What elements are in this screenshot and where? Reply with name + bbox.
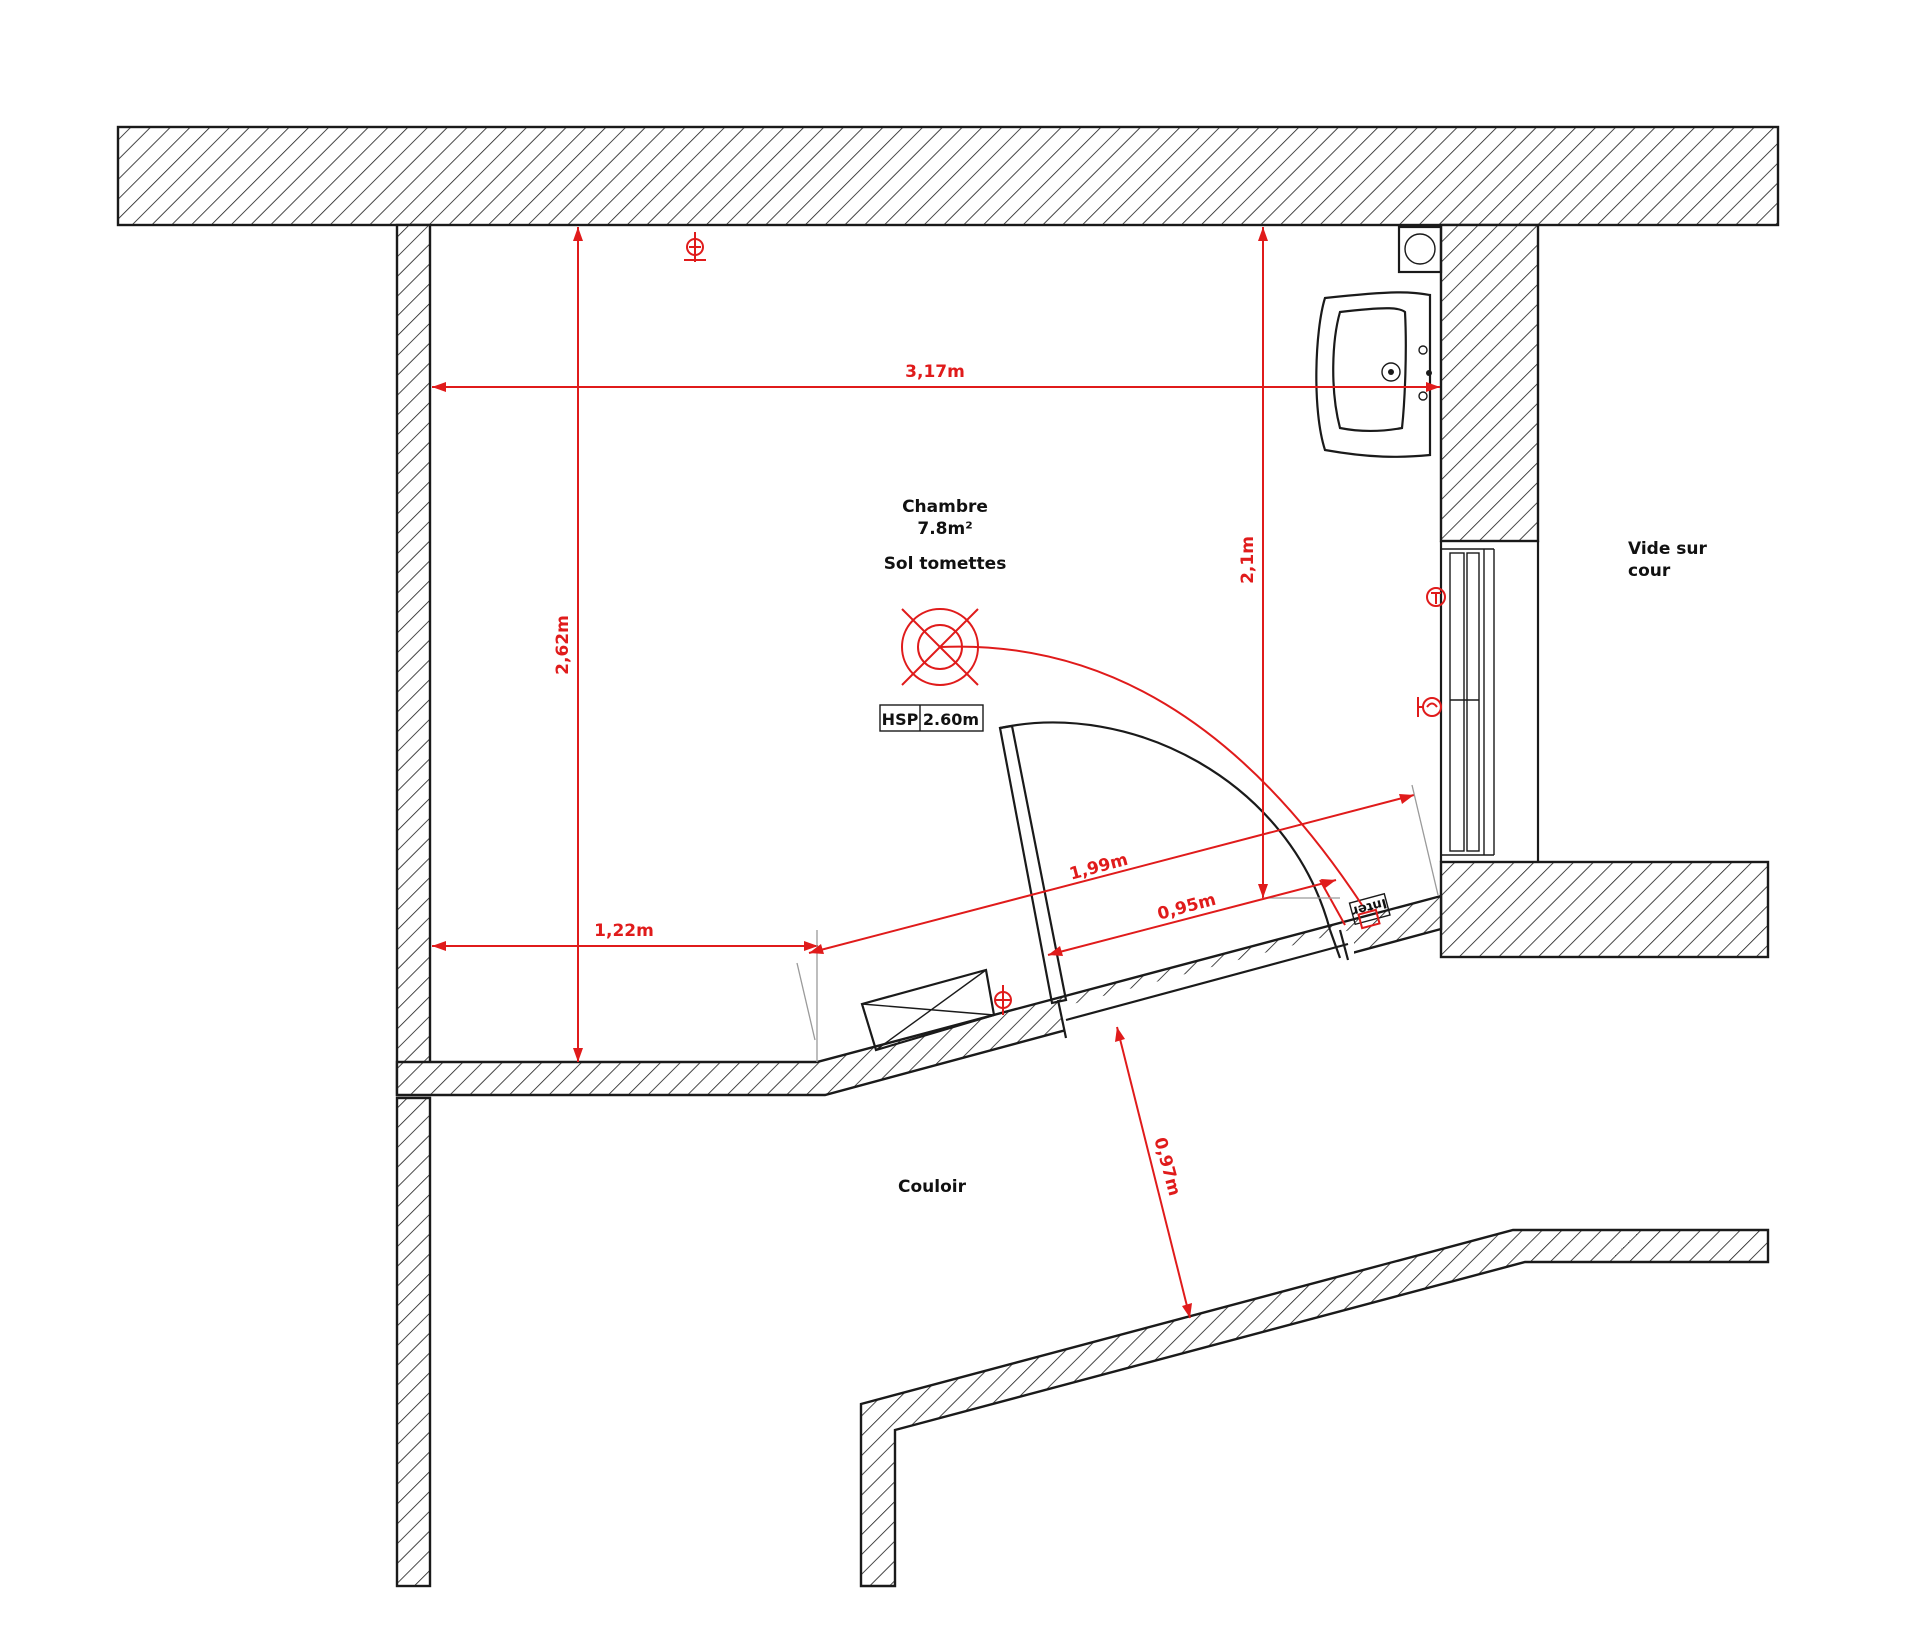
room-area-chambre: 7.8m² <box>917 519 972 539</box>
dim-line-corridor <box>1116 1026 1191 1319</box>
vide-line1: Vide sur <box>1628 539 1708 559</box>
vide-line2: cour <box>1628 561 1671 581</box>
door-jamb-left <box>1056 999 1068 1039</box>
wall-right-pier <box>1439 223 1540 543</box>
window <box>1439 541 1540 862</box>
radiator-icon <box>860 968 996 1052</box>
dim-line-diagonal <box>808 794 1415 954</box>
ceiling-height-value: 2.60m <box>923 710 979 729</box>
ceiling-height-box: HSP 2.60m <box>879 704 984 732</box>
room-floor-chambre: Sol tomettes <box>884 554 1007 574</box>
sink-icon <box>1315 225 1443 458</box>
wall-top <box>116 125 1780 227</box>
door-sill <box>1065 942 1349 1022</box>
outlet-icon <box>684 232 706 262</box>
wall-left-lower <box>395 1096 432 1588</box>
ceiling-light-icon <box>901 608 1363 906</box>
switch-icon <box>1417 697 1442 717</box>
dim-height-left: 2,62m <box>553 615 573 675</box>
wall-bottom-slanted <box>395 894 1443 1097</box>
walls <box>116 125 1780 1588</box>
dim-height-right: 2,1m <box>1238 536 1258 584</box>
wall-left-upper <box>395 223 432 1097</box>
wall-right-lower <box>1439 860 1770 959</box>
dim-diagonal: 1,99m <box>1067 850 1130 885</box>
outlet-icon-radiator <box>994 985 1012 1015</box>
dimension-lines <box>432 227 1440 1319</box>
dim-bottom-left: 1,22m <box>594 921 654 941</box>
room-name-couloir: Couloir <box>898 1177 967 1197</box>
dim-line-door <box>1047 879 1337 956</box>
ceiling-height-label: HSP <box>882 710 919 729</box>
dim-width-top: 3,17m <box>905 362 965 382</box>
room-name-chambre: Chambre <box>902 497 988 517</box>
dim-corridor: 0,97m <box>1149 1135 1184 1198</box>
door-opening <box>1058 929 1354 1038</box>
door <box>998 721 1342 1005</box>
thermostat-icon <box>1426 587 1446 607</box>
wall-corridor-lower <box>859 1228 1770 1588</box>
